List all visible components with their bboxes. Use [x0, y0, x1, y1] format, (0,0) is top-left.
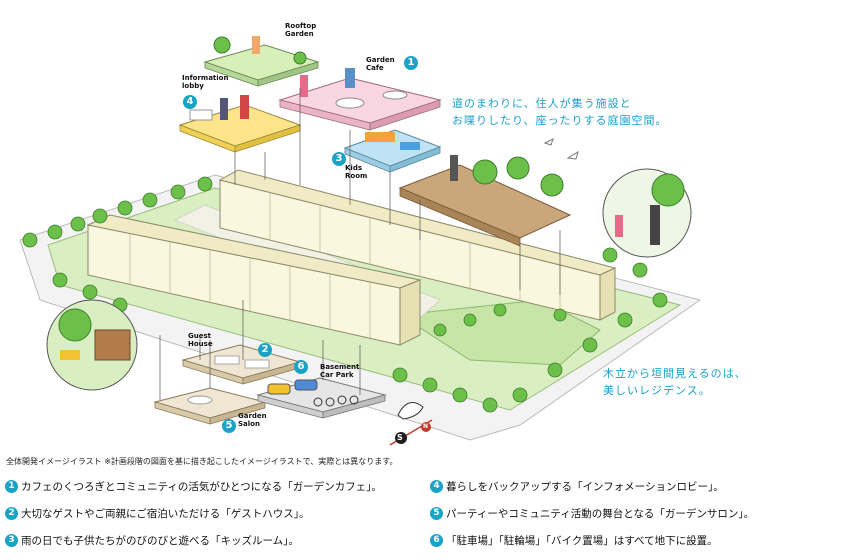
inset-circle-right — [602, 168, 692, 258]
badge-information-lobby: 4 — [183, 95, 197, 109]
caption-top-line2: お喋りしたり、座ったりする庭園空間。 — [452, 114, 668, 127]
compass-south-label: S — [397, 433, 403, 442]
front-building — [86, 214, 422, 346]
legend-number: 6 — [430, 534, 443, 547]
badge-garden-cafe: 1 — [404, 56, 418, 70]
legend-item-5: 5 パーティーやコミュニティ活動の舞台となる「ガーデンサロン」。 — [430, 506, 754, 521]
garden-deck — [398, 155, 572, 247]
garden-cafe-floor — [278, 68, 442, 131]
legend-text: 「駐車場」「駐輪場」「バイク置場」はすべて地下に設置。 — [446, 535, 718, 547]
legend-item-6: 6 「駐車場」「駐輪場」「バイク置場」はすべて地下に設置。 — [430, 533, 718, 548]
garden-plaza — [398, 299, 601, 366]
rooftop-garden-floor — [203, 36, 320, 87]
caption-top-line1: 道のまわりに、住人が集う施設と — [452, 97, 632, 110]
legend-number: 5 — [430, 507, 443, 520]
caption-bottom: 木立から垣間見えるのは、 美しいレジデンス。 — [603, 365, 747, 399]
legend-text: パーティーやコミュニティ活動の舞台となる「ガーデンサロン」。 — [446, 508, 755, 520]
legend-item-3: 3 雨の日でも子供たちがのびのびと遊べる「キッズルーム」。 — [5, 533, 299, 548]
back-building — [218, 169, 617, 321]
legend-text: 雨の日でも子供たちがのびのびと遊べる「キッズルーム」。 — [21, 535, 299, 547]
compass-north-label: N — [423, 423, 429, 430]
legend-text: 暮らしをバックアップする「インフォメーションロビー」。 — [446, 481, 724, 493]
badge-kids-room: 3 — [332, 152, 346, 166]
legend-item-2: 2 大切なゲストやご両親にご宿泊いただける「ゲストハウス」。 — [5, 506, 310, 521]
car-park-floor — [256, 377, 387, 419]
label-kids-room: Kids Room — [345, 164, 368, 180]
legend-number: 2 — [5, 507, 18, 520]
label-basement-car-park: Basement Car Park — [320, 363, 360, 379]
legend-text: カフェのくつろぎとコミュニティの活気がひとつになる「ガーデンカフェ」。 — [21, 481, 382, 493]
legend-number: 4 — [430, 480, 443, 493]
illustration-note: 全体開発イメージイラスト ※計画段階の図面を基に描き起こしたイメージイラストで、… — [6, 457, 398, 466]
caption-top: 道のまわりに、住人が集う施設と お喋りしたり、座ったりする庭園空間。 — [452, 95, 668, 129]
legend-item-4: 4 暮らしをバックアップする「インフォメーションロビー」。 — [430, 479, 724, 494]
caption-bottom-line2: 美しいレジデンス。 — [603, 384, 711, 397]
legend-number: 1 — [5, 480, 18, 493]
label-information-lobby: Information lobby — [182, 74, 229, 90]
kids-room-floor — [343, 129, 442, 173]
label-garden-cafe: Garden Cafe — [366, 56, 395, 72]
legend-text: 大切なゲストやご両親にご宿泊いただける「ゲストハウス」。 — [21, 508, 310, 520]
badge-garden-salon: 5 — [222, 419, 236, 433]
badge-car-park: 6 — [294, 360, 308, 374]
label-rooftop-garden: Rooftop Garden — [285, 22, 317, 38]
label-garden-salon: Garden Salon — [238, 412, 267, 428]
badge-guest-house: 2 — [258, 343, 272, 357]
legend-number: 3 — [5, 534, 18, 547]
label-guest-house: Guest House — [188, 332, 213, 348]
site-illustration — [19, 36, 702, 446]
tree-row — [22, 176, 668, 413]
legend-item-1: 1 カフェのくつろぎとコミュニティの活気がひとつになる「ガーデンカフェ」。 — [5, 479, 382, 494]
compass-graphic — [389, 402, 433, 446]
caption-bottom-line1: 木立から垣間見えるのは、 — [603, 367, 747, 380]
inset-circle-left — [46, 299, 138, 391]
